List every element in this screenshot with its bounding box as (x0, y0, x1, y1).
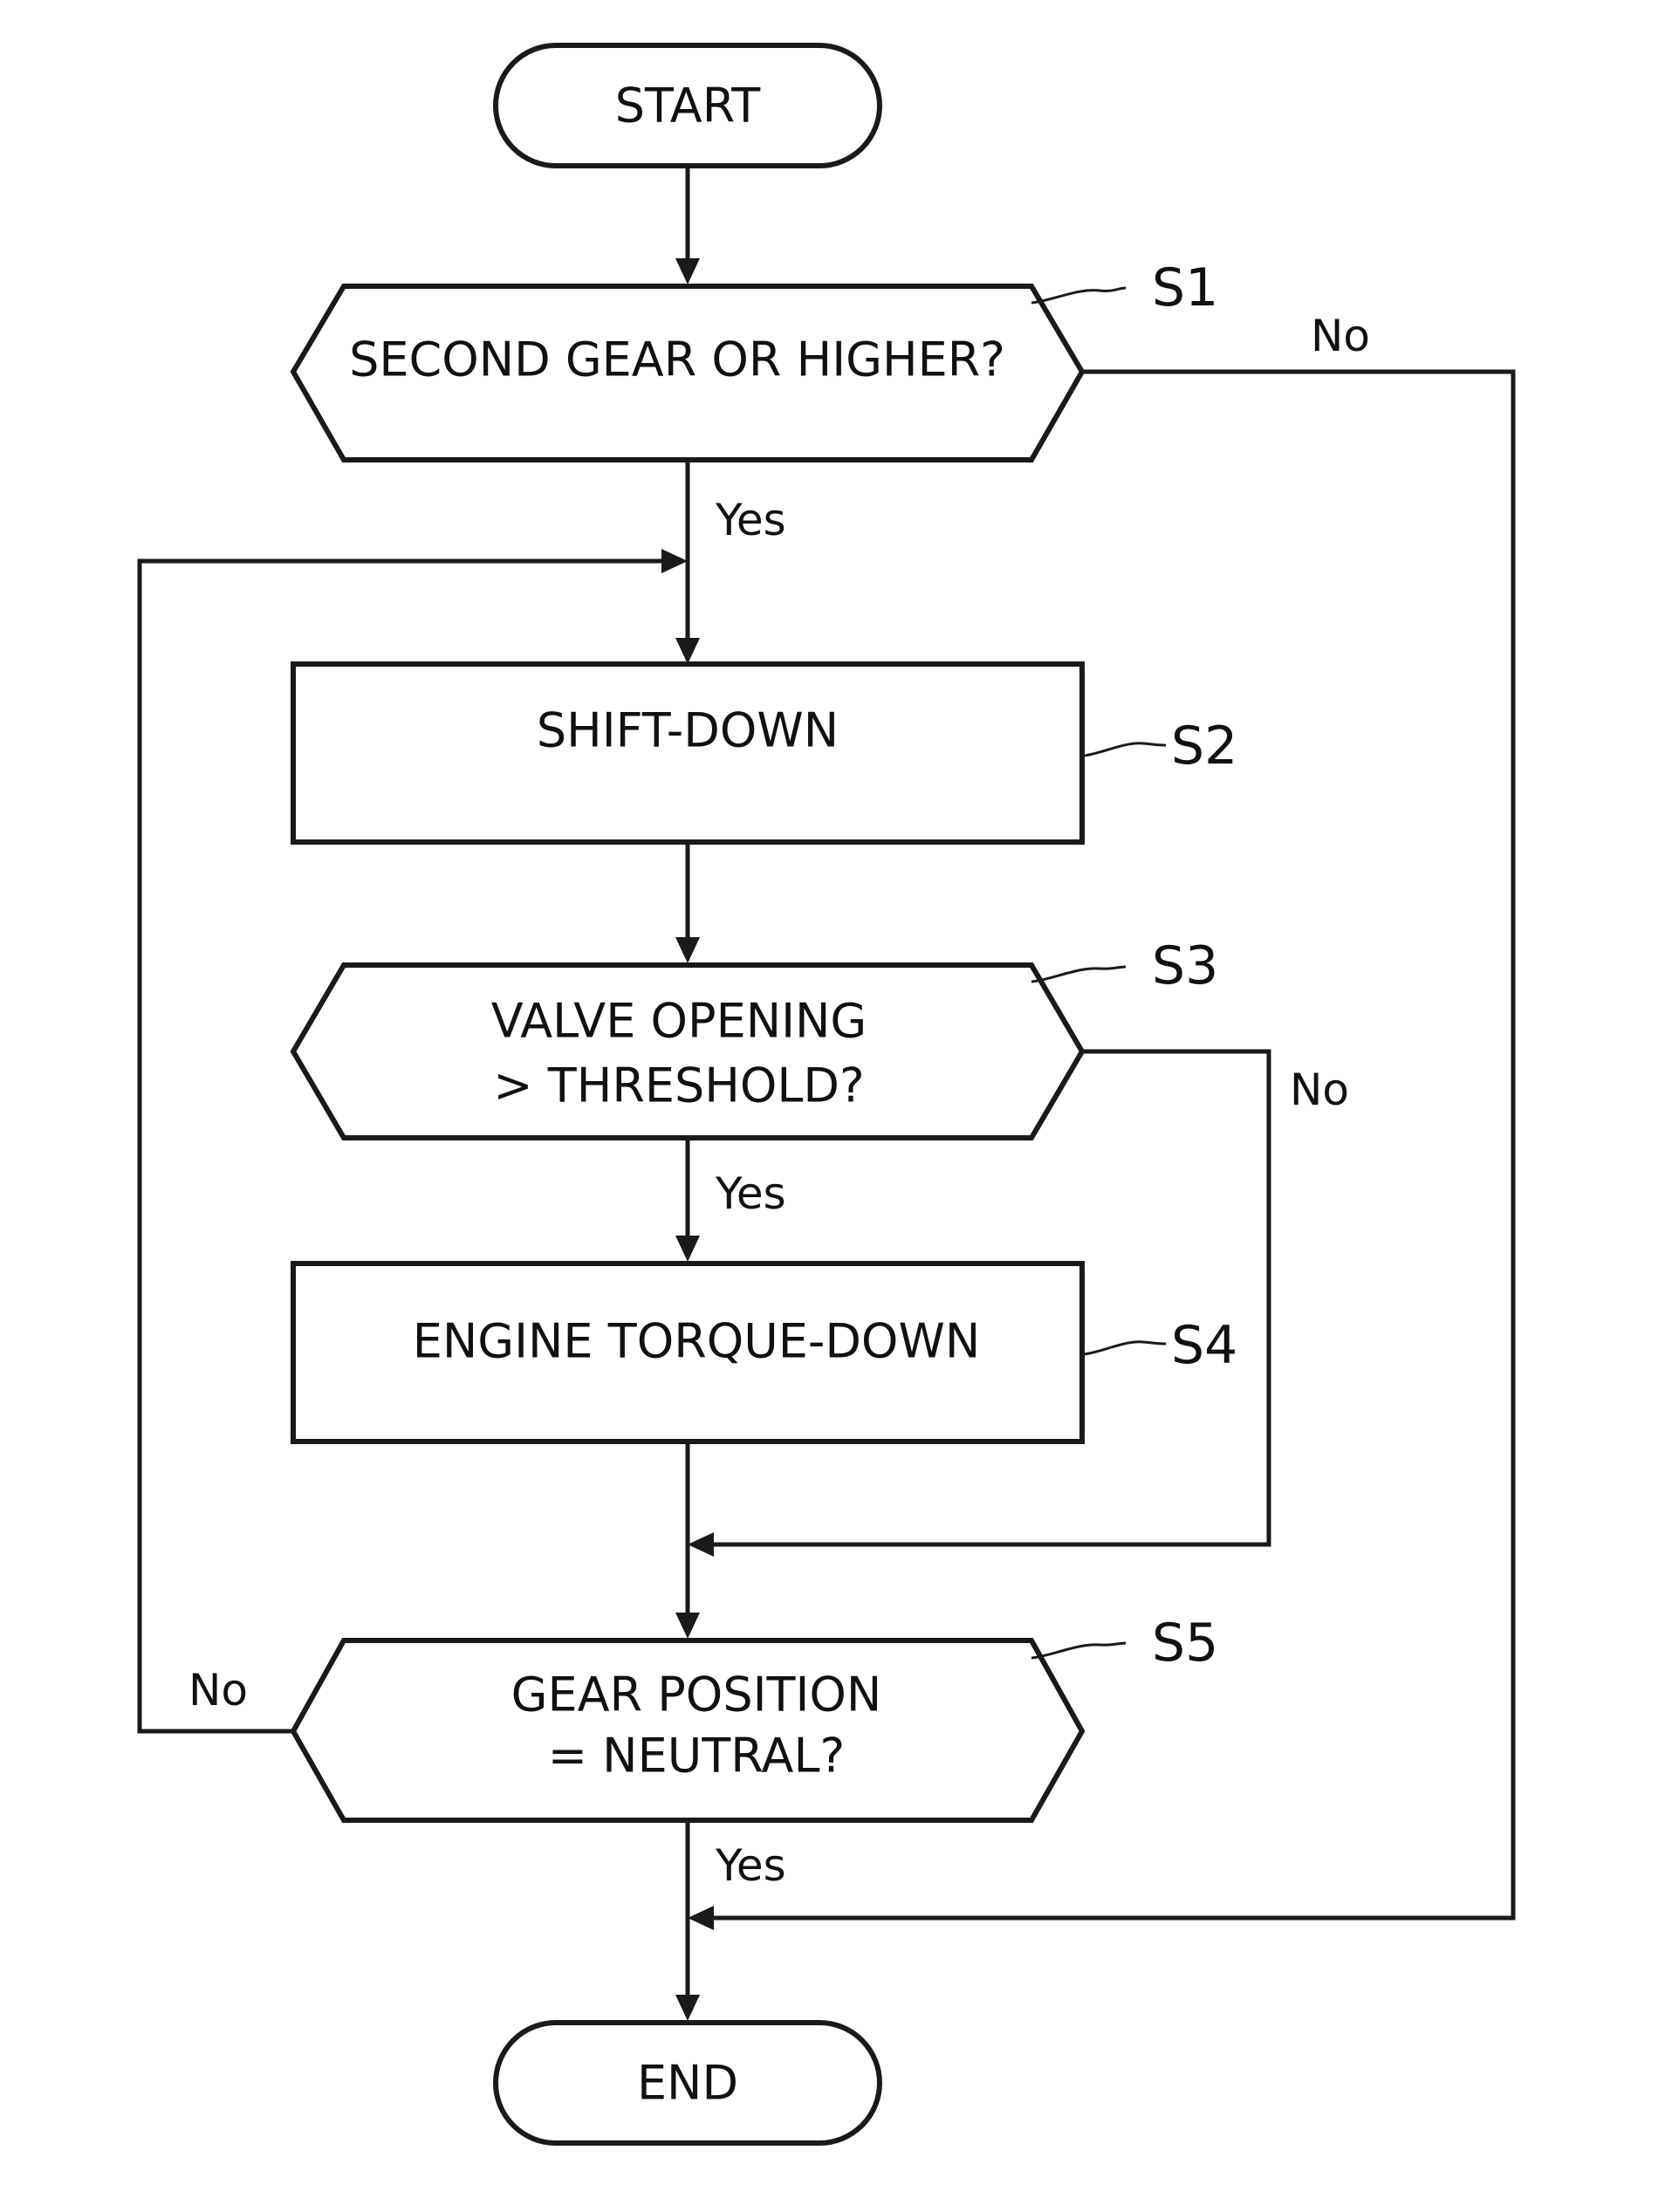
arrow-into-s1 (675, 258, 700, 284)
arrow-into-s4 (675, 1236, 700, 1262)
s5-text-line2: = NEUTRAL? (548, 1729, 845, 1784)
s2-text: SHIFT-DOWN (537, 703, 839, 758)
s3-text-line1: VALVE OPENING (491, 994, 867, 1049)
leader-s1 (1031, 288, 1126, 303)
leader-s4 (1084, 1342, 1166, 1354)
start-label: START (615, 79, 762, 134)
s3-text-line2: > THRESHOLD? (493, 1058, 864, 1113)
arrow-loop-merge (661, 549, 688, 573)
step-label-s5: S5 (1152, 1613, 1218, 1674)
arrow-bypass-merge (688, 1532, 714, 1557)
s5-text-line1: GEAR POSITION (511, 1668, 882, 1722)
arrow-into-s5 (675, 1613, 700, 1639)
leader-s5 (1031, 1643, 1126, 1658)
step-label-s1: S1 (1152, 257, 1218, 318)
arrow-end-merge (688, 1906, 714, 1930)
leader-s3 (1031, 967, 1126, 982)
step-label-s4: S4 (1171, 1315, 1237, 1376)
s5-yes-label: Yes (715, 1840, 786, 1891)
arrow-into-end (675, 1995, 700, 2021)
s5-no-label: No (188, 1665, 248, 1715)
arrow-into-s2 (675, 638, 700, 664)
s1-yes-label: Yes (715, 495, 786, 545)
s4-text: ENGINE TORQUE-DOWN (413, 1314, 980, 1369)
step-label-s3: S3 (1152, 935, 1218, 996)
s3-yes-label: Yes (715, 1168, 786, 1219)
s3-no-label: No (1290, 1065, 1349, 1115)
s1-text: SECOND GEAR OR HIGHER? (349, 332, 1005, 387)
end-label: END (637, 2056, 738, 2111)
leader-s2 (1084, 743, 1166, 756)
s1-no-label: No (1311, 311, 1370, 361)
arrow-into-s3 (675, 937, 700, 963)
step-label-s2: S2 (1171, 716, 1237, 777)
